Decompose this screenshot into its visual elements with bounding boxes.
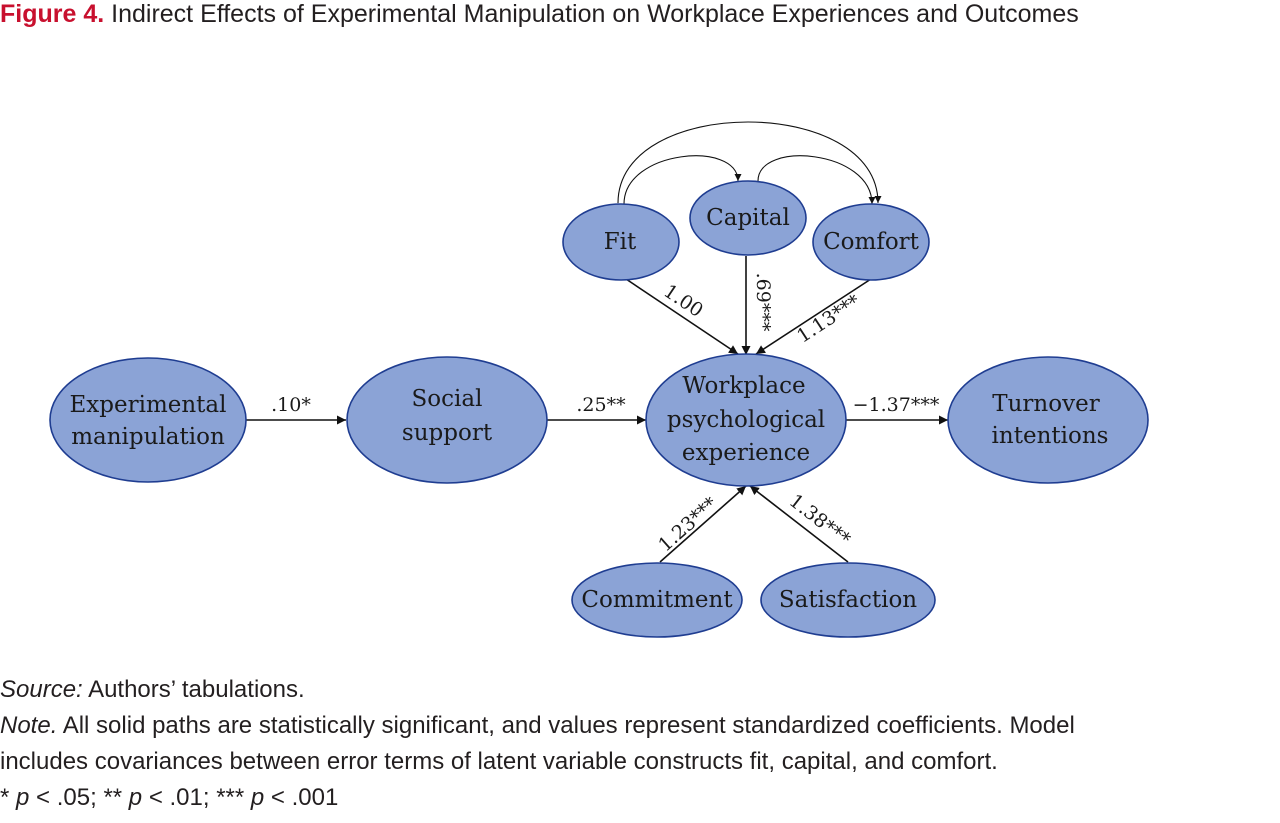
node-label: Fit: [604, 229, 637, 255]
path-commitment-to-workplace: [659, 485, 747, 563]
sig-p-1: p: [16, 784, 30, 811]
covariance-fit-capital: [620, 155, 742, 212]
path-satisfaction-to-workplace: [749, 485, 849, 563]
note-line-1: Note. All solid paths are statistically …: [0, 708, 1280, 744]
significance-legend: * p < .05; ** p < .01; *** p < .001: [0, 780, 1280, 816]
sig-stars-3: ***: [216, 784, 251, 811]
sig-p-2: p: [128, 784, 143, 811]
node-label-line: manipulation: [71, 424, 225, 450]
node-commitment: Commitment: [571, 562, 743, 638]
sig-threshold-3: < .001: [264, 784, 339, 811]
node-label-line: Experimental: [70, 392, 227, 418]
coef-manipulation-to-support: .10*: [271, 394, 311, 416]
node-label: Commitment: [581, 587, 733, 613]
sig-threshold-2: < .01;: [142, 784, 217, 811]
node-capital: Capital: [689, 180, 807, 256]
note-line-2: includes covariances between error terms…: [0, 748, 998, 775]
node-label-line: experience: [682, 440, 810, 466]
node-satisfaction: Satisfaction: [760, 562, 936, 638]
node-label: Comfort: [823, 229, 920, 255]
coef-workplace-to-turnover: −1.37***: [853, 394, 940, 416]
path-comfort-to-workplace: [755, 278, 872, 355]
covariance-capital-comfort: [754, 155, 876, 205]
node-fit: Fit: [562, 203, 680, 281]
node-label: Satisfaction: [779, 587, 917, 613]
node-workplace-psychological-experience: Workplace psychological experience: [645, 353, 847, 487]
coef-commitment-loading: 1.23***: [654, 492, 722, 556]
node-label-line: support: [402, 420, 493, 446]
node-label-line: intentions: [992, 423, 1109, 449]
source-line: Source: Authors’ tabulations.: [0, 672, 1280, 708]
coef-fit-loading: 1.00: [660, 280, 707, 322]
node-label: Capital: [706, 205, 790, 231]
sig-threshold-1: < .05;: [29, 784, 104, 811]
covariance-fit-comfort: [614, 121, 882, 211]
path-fit-to-workplace: [625, 278, 739, 355]
source-text: Authors’ tabulations.: [82, 676, 305, 703]
node-experimental-manipulation: Experimental manipulation: [49, 357, 247, 483]
sig-p-3: p: [250, 784, 265, 811]
node-comfort: Comfort: [812, 203, 930, 281]
sig-stars-1: *: [0, 784, 17, 811]
coef-comfort-loading: 1.13***: [793, 290, 865, 347]
figure-title: Figure 4. Indirect Effects of Experiment…: [0, 0, 1079, 28]
figure-notes: Source: Authors’ tabulations. Note. All …: [0, 672, 1280, 816]
figure-title-text: Indirect Effects of Experimental Manipul…: [111, 0, 1079, 28]
sig-stars-2: **: [103, 784, 129, 811]
node-social-support: Social support: [346, 356, 548, 484]
node-turnover-intentions: Turnover intentions: [947, 356, 1149, 484]
note-text-1: All solid paths are statistically signif…: [57, 712, 1075, 739]
coef-support-to-workplace: .25**: [576, 394, 626, 416]
node-label-line: Workplace: [682, 373, 805, 399]
node-label-line: Turnover: [992, 391, 1099, 417]
coef-capital-loading: .69***: [752, 273, 774, 332]
figure-label: Figure 4.: [0, 0, 105, 28]
node-label-line: Social: [412, 386, 483, 412]
source-label: Source:: [0, 676, 83, 703]
note-label: Note.: [0, 712, 58, 739]
node-label-line: psychological: [667, 407, 825, 433]
